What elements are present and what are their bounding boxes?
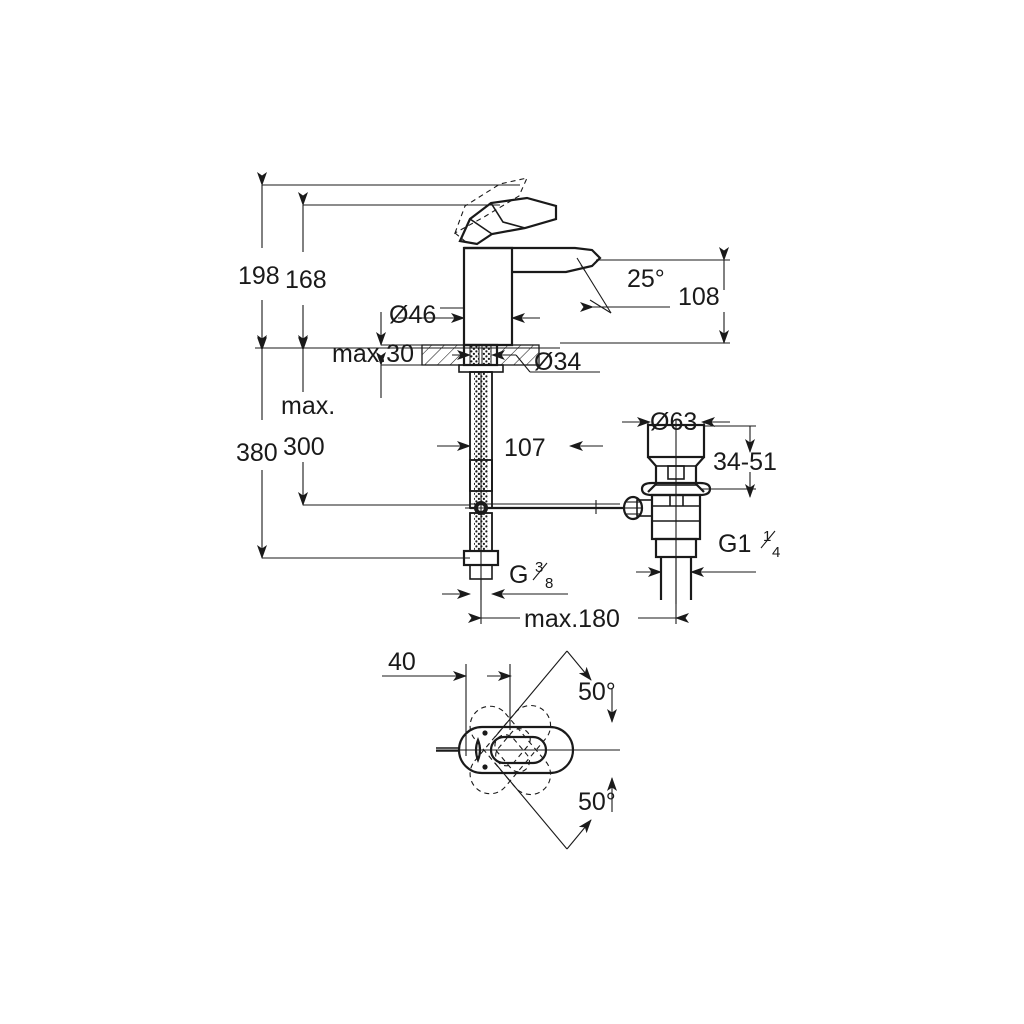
- lever-handle: [458, 196, 558, 246]
- dimension-max-30-label: max.30: [332, 340, 414, 368]
- dimension-angle-50-lower: 50°: [494, 762, 617, 850]
- dimension-40: 40: [382, 648, 512, 681]
- dimension-168: 168: [285, 192, 500, 349]
- dimension-g114-prefix: G1: [718, 530, 751, 558]
- dimension-g38-prefix: G: [509, 561, 528, 589]
- dimension-dia-63: Ø63: [622, 408, 730, 436]
- pop-up-waste-assembly: [622, 423, 712, 600]
- faucet-elevation-geometry: [421, 177, 625, 580]
- dimension-107: 107: [437, 434, 603, 462]
- dimension-198-label: 198: [238, 262, 280, 290]
- dimension-max-180: max.180: [468, 579, 689, 633]
- dimension-g114-denominator: 4: [772, 544, 780, 561]
- dimension-dia-46-label: Ø46: [389, 301, 436, 329]
- centrelines: [480, 372, 677, 604]
- dimension-168-label: 168: [285, 266, 327, 294]
- mounting-shank: [458, 343, 504, 373]
- dimension-angle-50-lower-label: 50°: [578, 788, 616, 816]
- dimension-108: 108: [560, 247, 730, 344]
- dimension-198: 198: [238, 172, 520, 349]
- dimension-40-label: 40: [388, 648, 416, 676]
- dimension-dia-34-label: Ø34: [534, 348, 581, 376]
- dimension-max-label: max.: [281, 392, 335, 420]
- dimension-dia-46: Ø46: [389, 301, 540, 329]
- dimension-thread-g-1-1-4: G1 1 4: [636, 528, 780, 577]
- dimension-dia-34: Ø34: [452, 348, 600, 376]
- dimension-angle-50-upper-label: 50°: [578, 678, 616, 706]
- dimension-max-300: max. 300: [281, 337, 470, 506]
- dimension-34-51: 34-51: [700, 425, 777, 498]
- dimension-34-51-label: 34-51: [713, 448, 777, 476]
- dimension-107-label: 107: [504, 434, 546, 462]
- dimension-dia-63-label: Ø63: [650, 408, 697, 436]
- dimension-max-30: max.30: [332, 312, 470, 398]
- dimension-380: 380: [236, 337, 470, 559]
- dimension-angle-50-upper: 50°: [494, 650, 617, 738]
- dimension-380-label: 380: [236, 439, 278, 467]
- pop-up-pull-rod: [465, 501, 625, 515]
- dimension-g38-numerator: 3: [535, 559, 543, 576]
- dimension-108-label: 108: [678, 283, 720, 311]
- dimension-angle-25-label: 25°: [627, 265, 665, 293]
- dimension-g38-denominator: 8: [545, 575, 553, 592]
- dimension-thread-g-3-8: G 3 8: [442, 559, 568, 599]
- lever-handle-raised-ghost: [453, 177, 528, 243]
- dimension-g114-numerator: 1: [763, 528, 771, 545]
- dimension-angle-25: 25°: [576, 257, 670, 314]
- dimension-max-180-label: max.180: [524, 605, 620, 633]
- dimension-300-label: 300: [283, 433, 325, 461]
